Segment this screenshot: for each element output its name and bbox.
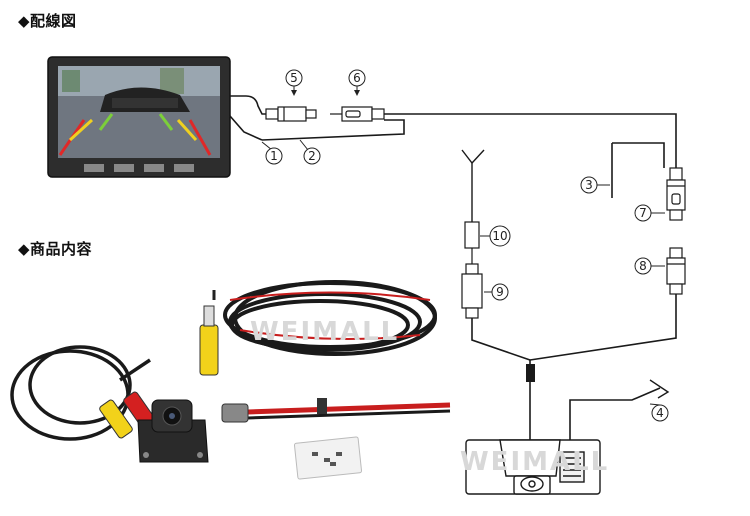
camera-cable [471, 294, 677, 440]
callout-6: 6 [353, 71, 361, 85]
callout-1: 1 [270, 149, 278, 163]
wiring-section-title: ◆配線図 [18, 12, 77, 30]
video-cable [261, 113, 677, 168]
rca-connector-icon [666, 167, 686, 221]
antenna-icon [461, 149, 485, 222]
screw-bag-illustration [293, 436, 363, 480]
watermark: WEIMALL [460, 447, 609, 477]
callout-3: 3 [585, 178, 593, 192]
monitor-illustration [47, 56, 231, 178]
camera-illustration [465, 439, 601, 495]
power-cable-red [229, 291, 431, 340]
callout-9: 9 [496, 285, 504, 299]
rca-connector-icon [265, 106, 317, 122]
callout-4: 4 [656, 406, 664, 420]
callout-10: 10 [492, 229, 507, 243]
cable-junction [526, 364, 535, 382]
power-cable-red [221, 398, 451, 423]
camera-illustration [137, 399, 209, 463]
power-wire [611, 142, 665, 198]
watermark: WEIMALL [250, 317, 399, 347]
plug-connector [461, 221, 483, 319]
callout-7: 7 [639, 206, 647, 220]
callout-8: 8 [639, 259, 647, 273]
rca-connector-icon [330, 106, 385, 122]
contents-section-title: ◆商品内容 [18, 240, 93, 258]
antenna-icon [649, 379, 670, 399]
yellow-rca-plug [199, 290, 219, 376]
camera-cable-coil [10, 345, 151, 441]
rca-connector-icon [666, 247, 686, 295]
monitor-cables [229, 95, 280, 141]
video-extension-cable [223, 280, 437, 356]
callout-5: 5 [290, 71, 298, 85]
callout-2: 2 [308, 149, 316, 163]
